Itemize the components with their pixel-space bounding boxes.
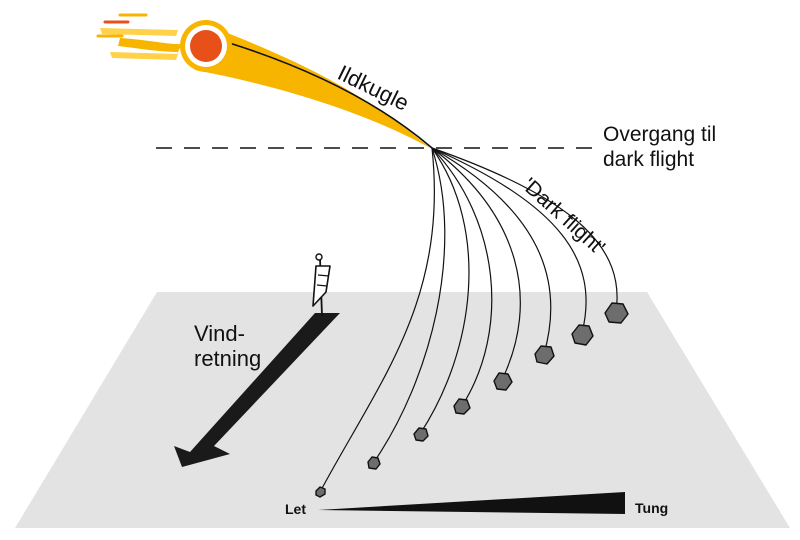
wind-direction-label-line2: retning: [194, 346, 261, 371]
meteorite-fragment: [534, 345, 555, 365]
weight-scale-wedge: [318, 492, 625, 514]
trajectory: [373, 147, 446, 463]
meteorite-fragment: [413, 427, 429, 442]
fireball-trail: [100, 22, 433, 149]
light-label: Let: [285, 501, 306, 517]
meteorite-fragment: [315, 486, 326, 498]
ground-plane: [15, 292, 790, 528]
meteorite-fragment: [493, 372, 513, 391]
heavy-label: Tung: [635, 500, 668, 516]
wind-direction-arrow: [174, 313, 340, 467]
trajectory: [431, 147, 521, 381]
dark-flight-label: 'Dark flight': [518, 174, 610, 260]
meteorite-fragment: [367, 456, 381, 470]
trajectory: [319, 147, 435, 493]
wind-direction-label-line1: Vind-: [194, 321, 245, 346]
meteorites: [315, 302, 629, 498]
trajectory: [431, 147, 552, 355]
trajectory: [431, 147, 493, 407]
trajectory: [431, 147, 618, 313]
fireball-core: [190, 30, 222, 62]
transition-label-line1: Overgang til: [603, 123, 716, 146]
trajectory: [431, 147, 587, 334]
transition-label-line2: dark flight: [603, 148, 694, 171]
meteorite-fragment: [571, 324, 594, 346]
trajectory: [419, 147, 470, 435]
windsock-icon: [312, 253, 331, 317]
meteorite-fragment: [453, 398, 471, 415]
trajectory-curves: [319, 147, 618, 493]
meteorite-fragment: [604, 302, 629, 324]
